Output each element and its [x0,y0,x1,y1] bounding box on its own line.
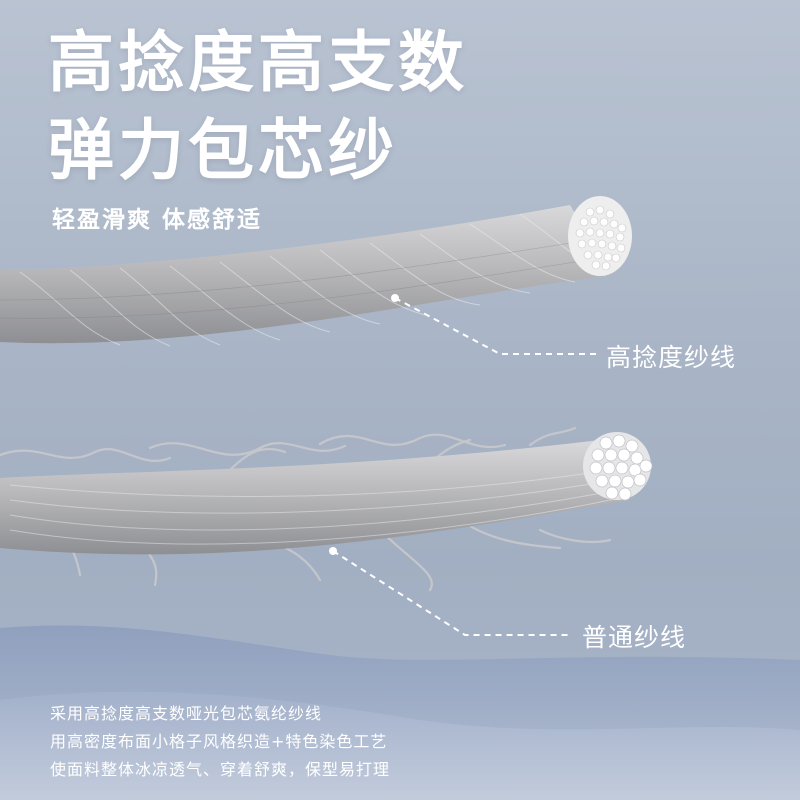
headline-line-1: 高捻度高支数 [48,24,468,101]
headline-line-2: 弹力包芯纱 [48,112,398,189]
callout-high-twist-label: 高捻度纱线 [606,343,737,372]
callout-line-normal [332,550,572,636]
callout-dot-high [391,294,399,302]
dune-front [0,691,800,800]
high-twist-yarn [0,196,632,347]
description-line-3: 使面料整体冰凉透气、穿着舒爽，保型易打理 [50,760,391,779]
callout-normal-label: 普通纱线 [582,623,687,652]
normal-yarn [0,426,653,592]
description-line-2: 用高密度布面小格子风格织造+特色染色工艺 [50,732,388,751]
callout-line-high [394,297,596,355]
description-block: 采用高捻度高支数哑光包芯氨纶纱线 用高密度布面小格子风格织造+特色染色工艺 使面… [50,700,390,784]
description-line-1: 采用高捻度高支数哑光包芯氨纶纱线 [50,704,323,723]
callout-dot-normal [329,547,337,555]
subtitle: 轻盈滑爽 体感舒适 [52,207,263,233]
